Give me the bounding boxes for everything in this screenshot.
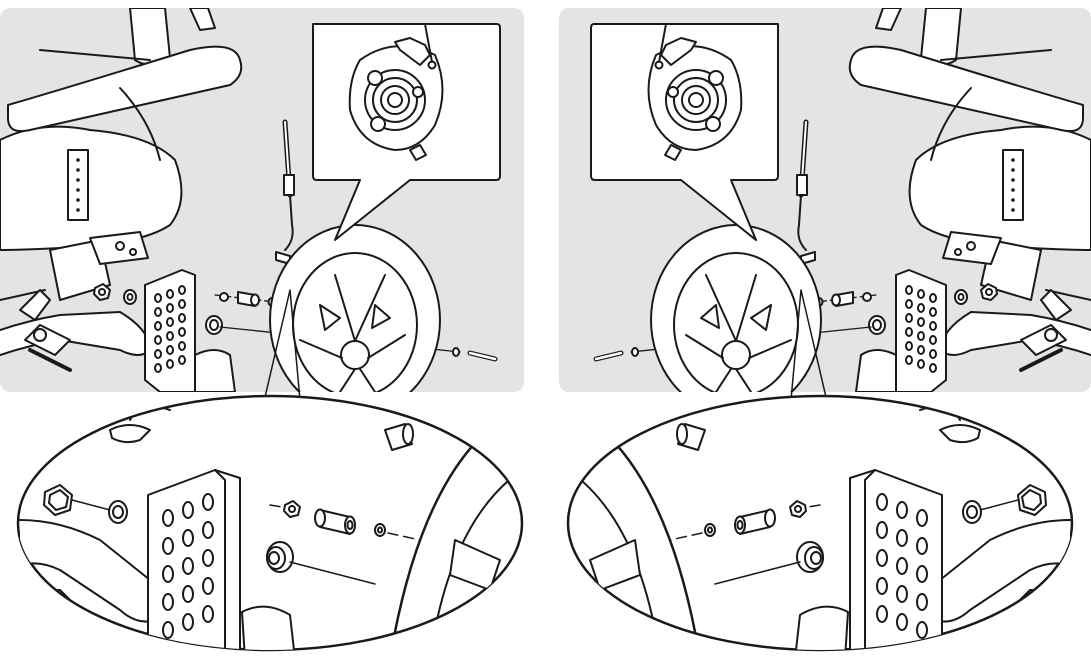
caster-bracket-left	[194, 349, 236, 392]
armrest-pad-left	[7, 45, 243, 133]
plate-holes-left-top	[154, 285, 186, 373]
spacer-tube-zoom-left	[314, 508, 356, 535]
small-nut-left-top	[219, 292, 229, 302]
hex-nut-zoom-left	[43, 484, 73, 516]
flanged-bushing-zoom-left	[266, 541, 294, 573]
seat-cushion-left	[0, 125, 183, 251]
axle-line-zoom-left	[289, 561, 376, 585]
right-zoom-detail	[566, 289, 1074, 652]
brake-hub-detail-left	[348, 23, 444, 161]
left-zoom-detail	[16, 289, 524, 652]
hex-nut-left-top	[93, 283, 111, 301]
right-panel	[559, 8, 1091, 392]
cable-adjuster-left	[283, 174, 295, 196]
axle-washer-left	[452, 347, 460, 357]
plate-holes-zoom-left	[162, 493, 214, 639]
backrest-clip-left	[189, 8, 216, 31]
side-frame-left	[49, 239, 111, 301]
caster-knob-left	[109, 424, 151, 444]
chair-backrest-left	[129, 8, 171, 66]
caster-bracket-zoom-left	[241, 605, 296, 650]
left-panel	[0, 8, 524, 392]
frame-plate-zoom-left	[147, 469, 241, 650]
wheel-left	[269, 224, 441, 392]
height-bracket-left	[67, 149, 89, 221]
